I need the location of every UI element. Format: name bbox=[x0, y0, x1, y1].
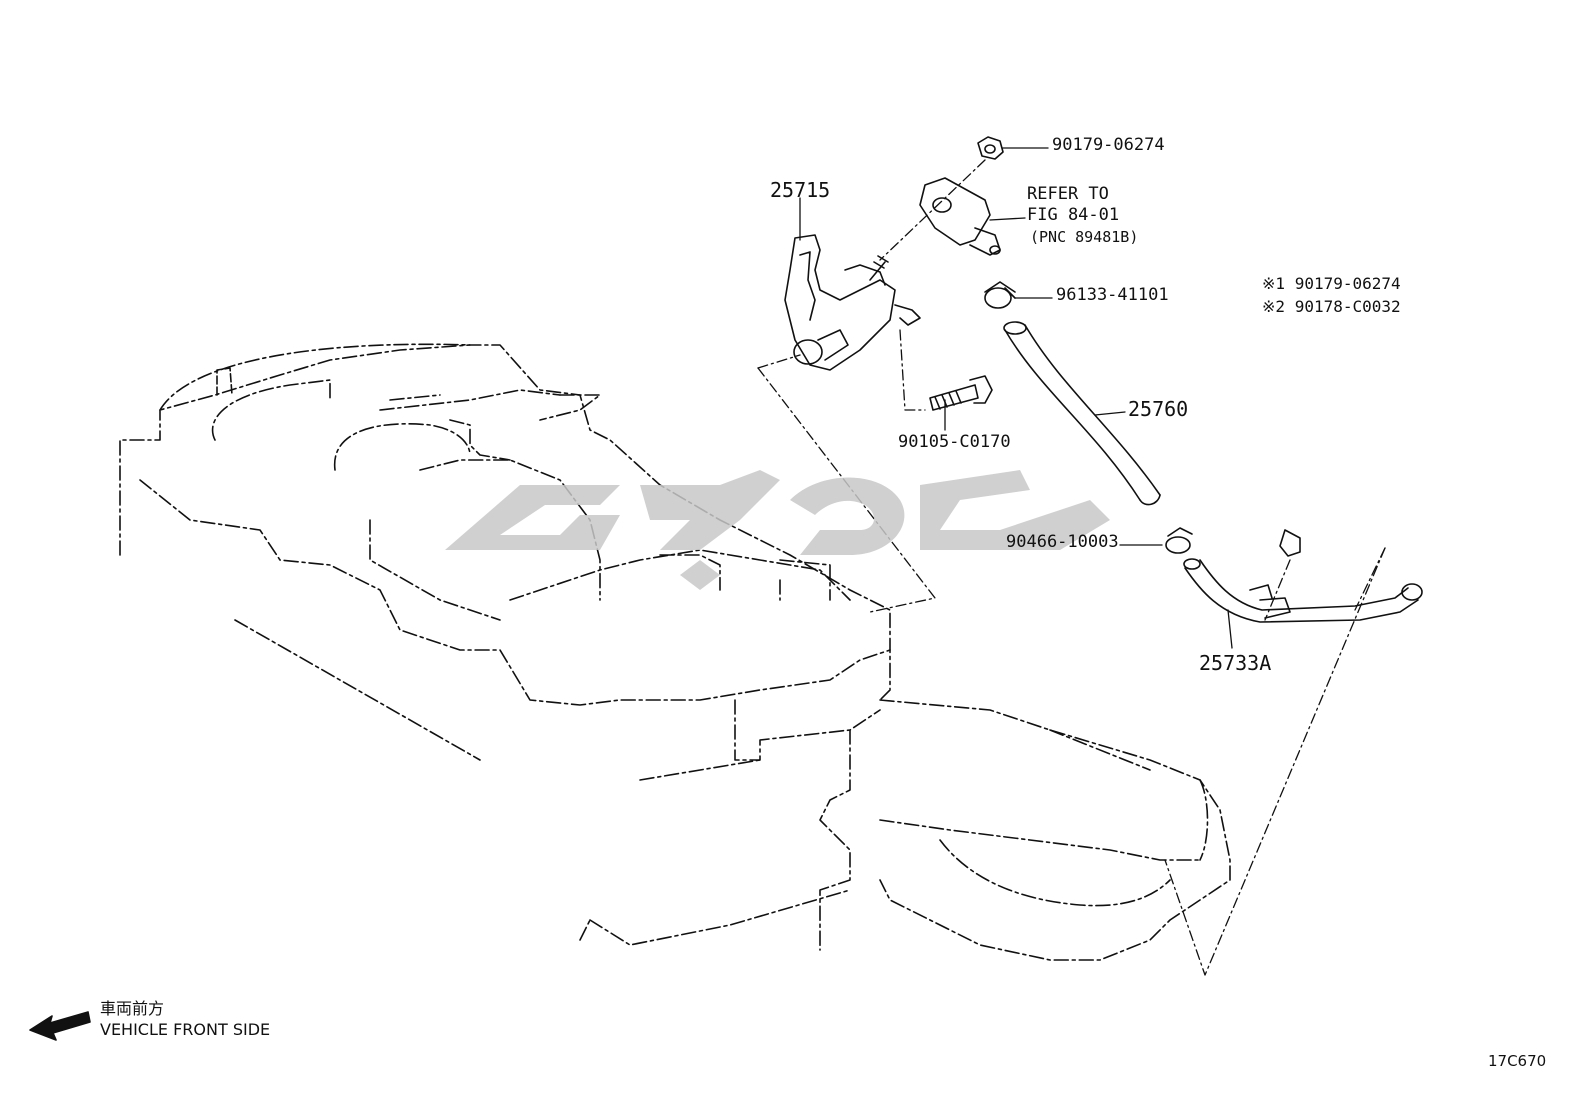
label-leaders bbox=[799, 147, 1233, 649]
part-label-90105-C0170: 90105-C0170 bbox=[898, 432, 1011, 452]
part-label-96133-41101: 96133-41101 bbox=[1056, 285, 1169, 305]
part-label-25733A: 25733A bbox=[1199, 651, 1272, 675]
part-label-25760: 25760 bbox=[1128, 397, 1189, 421]
small-clip-icon bbox=[1165, 527, 1193, 554]
arrow-left-icon bbox=[29, 1011, 91, 1041]
legend-part-2: 90178-C0032 bbox=[1294, 297, 1401, 316]
figure-code: 17C670 bbox=[1488, 1052, 1547, 1070]
part-label-90466-10003: 90466-10003 bbox=[1006, 532, 1119, 552]
front-side-en: VEHICLE FRONT SIDE bbox=[100, 1020, 271, 1039]
nut-icon bbox=[977, 136, 1004, 160]
pipe-clamp-icon bbox=[1279, 529, 1301, 557]
front-side-jp: 車両前方 bbox=[100, 999, 165, 1018]
hose-clip-icon bbox=[984, 281, 1016, 309]
legend-row-1: ※1 90179-06274 bbox=[1262, 276, 1401, 292]
hose-25760-icon bbox=[1003, 321, 1161, 506]
pressure-sensor-icon bbox=[919, 177, 1001, 256]
pipe-25733A-icon bbox=[1183, 558, 1423, 623]
legend-mark-1: ※1 bbox=[1262, 274, 1286, 293]
legend-part-1: 90179-06274 bbox=[1294, 274, 1401, 293]
part-label-90179-06274: 90179-06274 bbox=[1052, 135, 1165, 155]
legend-row-2: ※2 90178-C0032 bbox=[1262, 299, 1401, 315]
refer-label-line2: FIG 84-01 bbox=[1027, 205, 1120, 225]
legend-mark-2: ※2 bbox=[1262, 297, 1286, 316]
bolt-icon bbox=[929, 375, 993, 411]
refer-label-line3: (PNC 89481B) bbox=[1030, 228, 1139, 246]
engine-outline bbox=[119, 343, 1231, 961]
filler-cap bbox=[216, 367, 233, 396]
bracket-25715-icon bbox=[784, 234, 921, 371]
part-label-25715: 25715 bbox=[770, 178, 831, 202]
refer-label-line1: REFER TO bbox=[1027, 184, 1109, 204]
watermark-logo bbox=[445, 470, 1110, 590]
